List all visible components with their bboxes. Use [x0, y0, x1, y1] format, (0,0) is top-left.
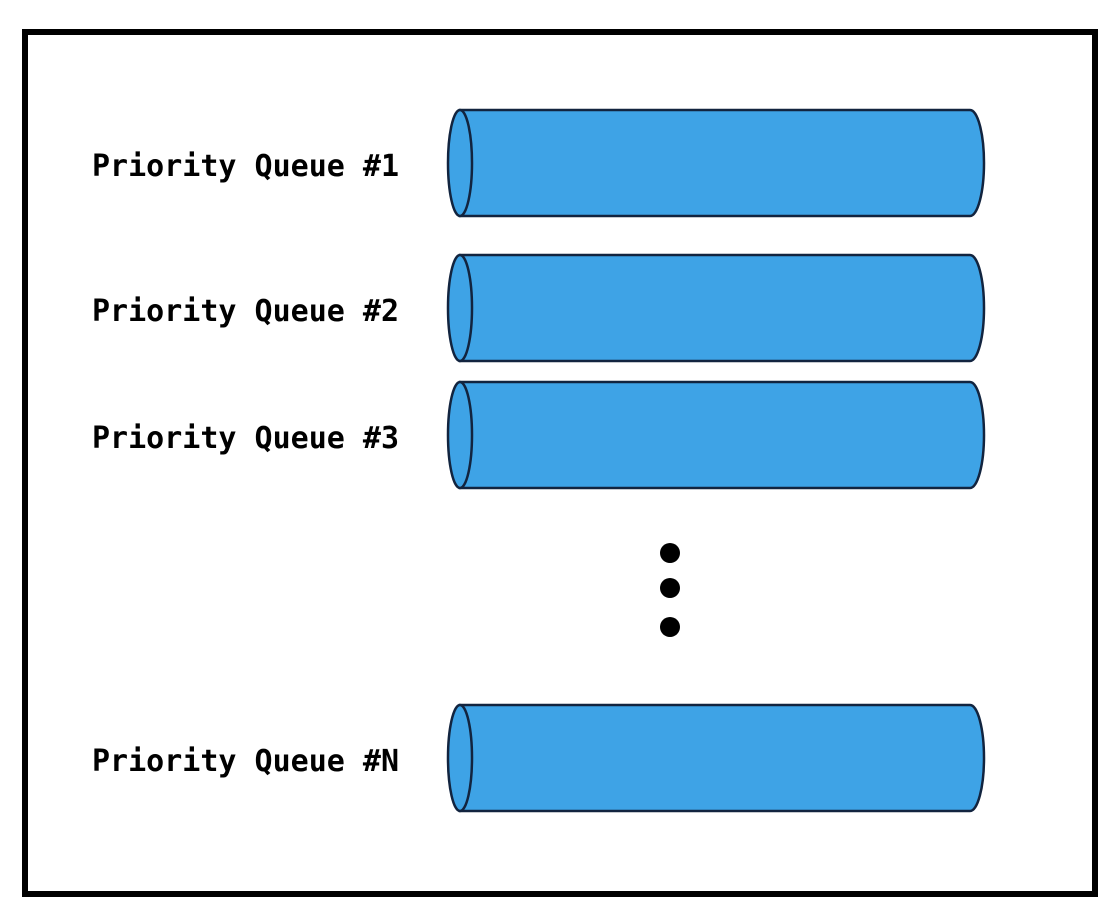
- queue-cylinder-end: [446, 253, 474, 363]
- queue-label-3: Priority Queue #3: [92, 421, 400, 456]
- ellipsis-dot: [660, 578, 680, 598]
- queue-label-2: Priority Queue #2: [92, 294, 400, 329]
- queue-cylinder-body: [458, 253, 986, 363]
- vertical-ellipsis-icon: [660, 543, 680, 637]
- queue-cylinder-body: [458, 380, 986, 490]
- queue-cylinder-2: [446, 253, 986, 363]
- queue-cylinder-body: [458, 108, 986, 218]
- diagram-frame: [22, 29, 1098, 897]
- queue-cylinder-end: [446, 108, 474, 218]
- queue-cylinder-body: [458, 703, 986, 813]
- ellipsis-dot: [660, 617, 680, 637]
- queue-cylinder-end: [446, 703, 474, 813]
- queue-cylinder-end: [446, 380, 474, 490]
- queue-label-1: Priority Queue #1: [92, 149, 400, 184]
- queue-cylinder-n: [446, 703, 986, 813]
- queue-label-n: Priority Queue #N: [92, 744, 400, 779]
- queue-cylinder-1: [446, 108, 986, 218]
- queue-cylinder-3: [446, 380, 986, 490]
- ellipsis-dot: [660, 543, 680, 563]
